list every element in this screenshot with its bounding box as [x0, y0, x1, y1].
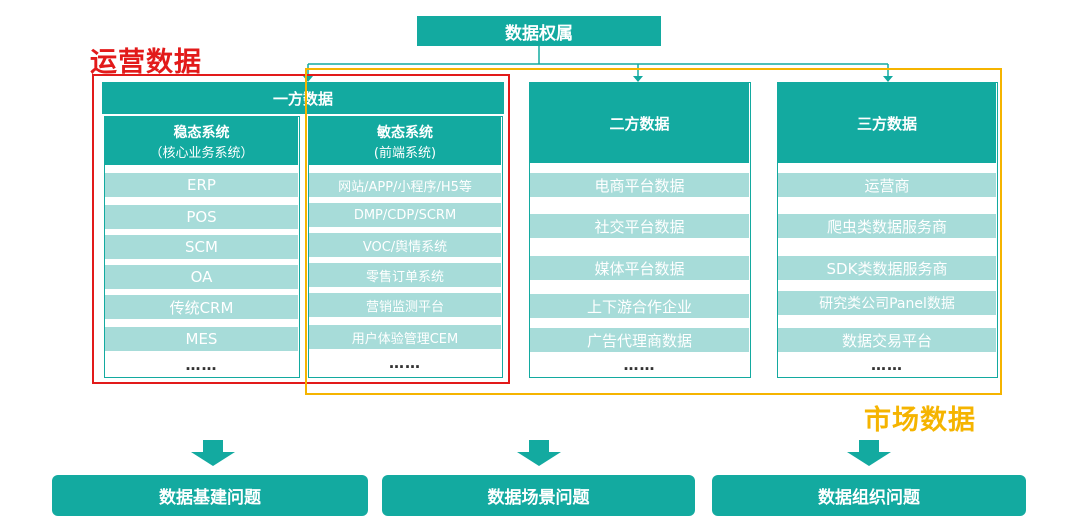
- operational-data-label: 运营数据: [90, 47, 202, 78]
- list-item: 营销监测平台: [309, 293, 501, 317]
- data-infrastructure-issue: 数据基建问题: [52, 475, 368, 516]
- operational-data-frame: [92, 74, 510, 384]
- list-item: 媒体平台数据: [530, 256, 749, 280]
- more-ellipsis: ……: [185, 356, 218, 374]
- stable-system-subtitle: （核心业务系统）: [149, 145, 254, 161]
- list-item: 爬虫类数据服务商: [778, 214, 996, 238]
- more-ellipsis: ……: [871, 356, 903, 374]
- second-party-panel: 二方数据 电商平台数据 社交平台数据 媒体平台数据 上下游合作企业 广告代理商数…: [529, 82, 751, 378]
- list-item: 零售订单系统: [309, 263, 501, 287]
- list-item: DMP/CDP/SCRM: [309, 203, 501, 227]
- list-item: 社交平台数据: [530, 214, 749, 238]
- more-ellipsis: ……: [623, 356, 656, 374]
- down-arrow-icon: [847, 440, 891, 466]
- third-party-panel: 三方数据 运营商 爬虫类数据服务商 SDK类数据服务商 研究类公司Panel数据…: [777, 82, 998, 378]
- market-data-frame: [305, 68, 1002, 395]
- data-ownership-header: 数据权属: [417, 16, 661, 46]
- list-item: OA: [105, 265, 298, 289]
- list-item: 用户体验管理CEM: [309, 325, 501, 349]
- agile-system-panel: 敏态系统 (前端系统) 网站/APP/小程序/H5等 DMP/CDP/SCRM …: [308, 116, 503, 378]
- data-organization-issue: 数据组织问题: [712, 475, 1026, 516]
- list-item: VOC/舆情系统: [309, 233, 501, 257]
- stable-system-panel: 稳态系统 （核心业务系统） ERP POS SCM OA 传统CRM MES ……: [104, 116, 300, 378]
- stable-system-title: 稳态系统: [173, 124, 230, 141]
- agile-system-title: 敏态系统: [377, 124, 433, 141]
- list-item: SCM: [105, 235, 298, 259]
- list-item: 网站/APP/小程序/H5等: [309, 173, 501, 197]
- third-party-header: 三方数据: [778, 83, 996, 163]
- list-item: POS: [105, 205, 298, 229]
- down-arrow-icon: [191, 440, 235, 466]
- first-party-header: 一方数据: [102, 82, 504, 114]
- list-item: ERP: [105, 173, 298, 197]
- list-item: 数据交易平台: [778, 328, 996, 352]
- agile-system-header: 敏态系统 (前端系统): [309, 117, 501, 165]
- list-item: SDK类数据服务商: [778, 256, 996, 280]
- list-item: 运营商: [778, 173, 996, 197]
- list-item: 研究类公司Panel数据: [778, 291, 996, 315]
- list-item: MES: [105, 327, 298, 351]
- list-item: 传统CRM: [105, 295, 298, 319]
- market-data-label: 市场数据: [864, 405, 976, 436]
- agile-system-subtitle: (前端系统): [373, 145, 437, 161]
- list-item: 上下游合作企业: [530, 294, 749, 318]
- data-scenario-issue: 数据场景问题: [382, 475, 695, 516]
- second-party-header: 二方数据: [530, 83, 749, 163]
- stable-system-header: 稳态系统 （核心业务系统）: [105, 117, 298, 165]
- down-arrow-icon: [517, 440, 561, 466]
- list-item: 电商平台数据: [530, 173, 749, 197]
- more-ellipsis: ……: [389, 354, 421, 372]
- list-item: 广告代理商数据: [530, 328, 749, 352]
